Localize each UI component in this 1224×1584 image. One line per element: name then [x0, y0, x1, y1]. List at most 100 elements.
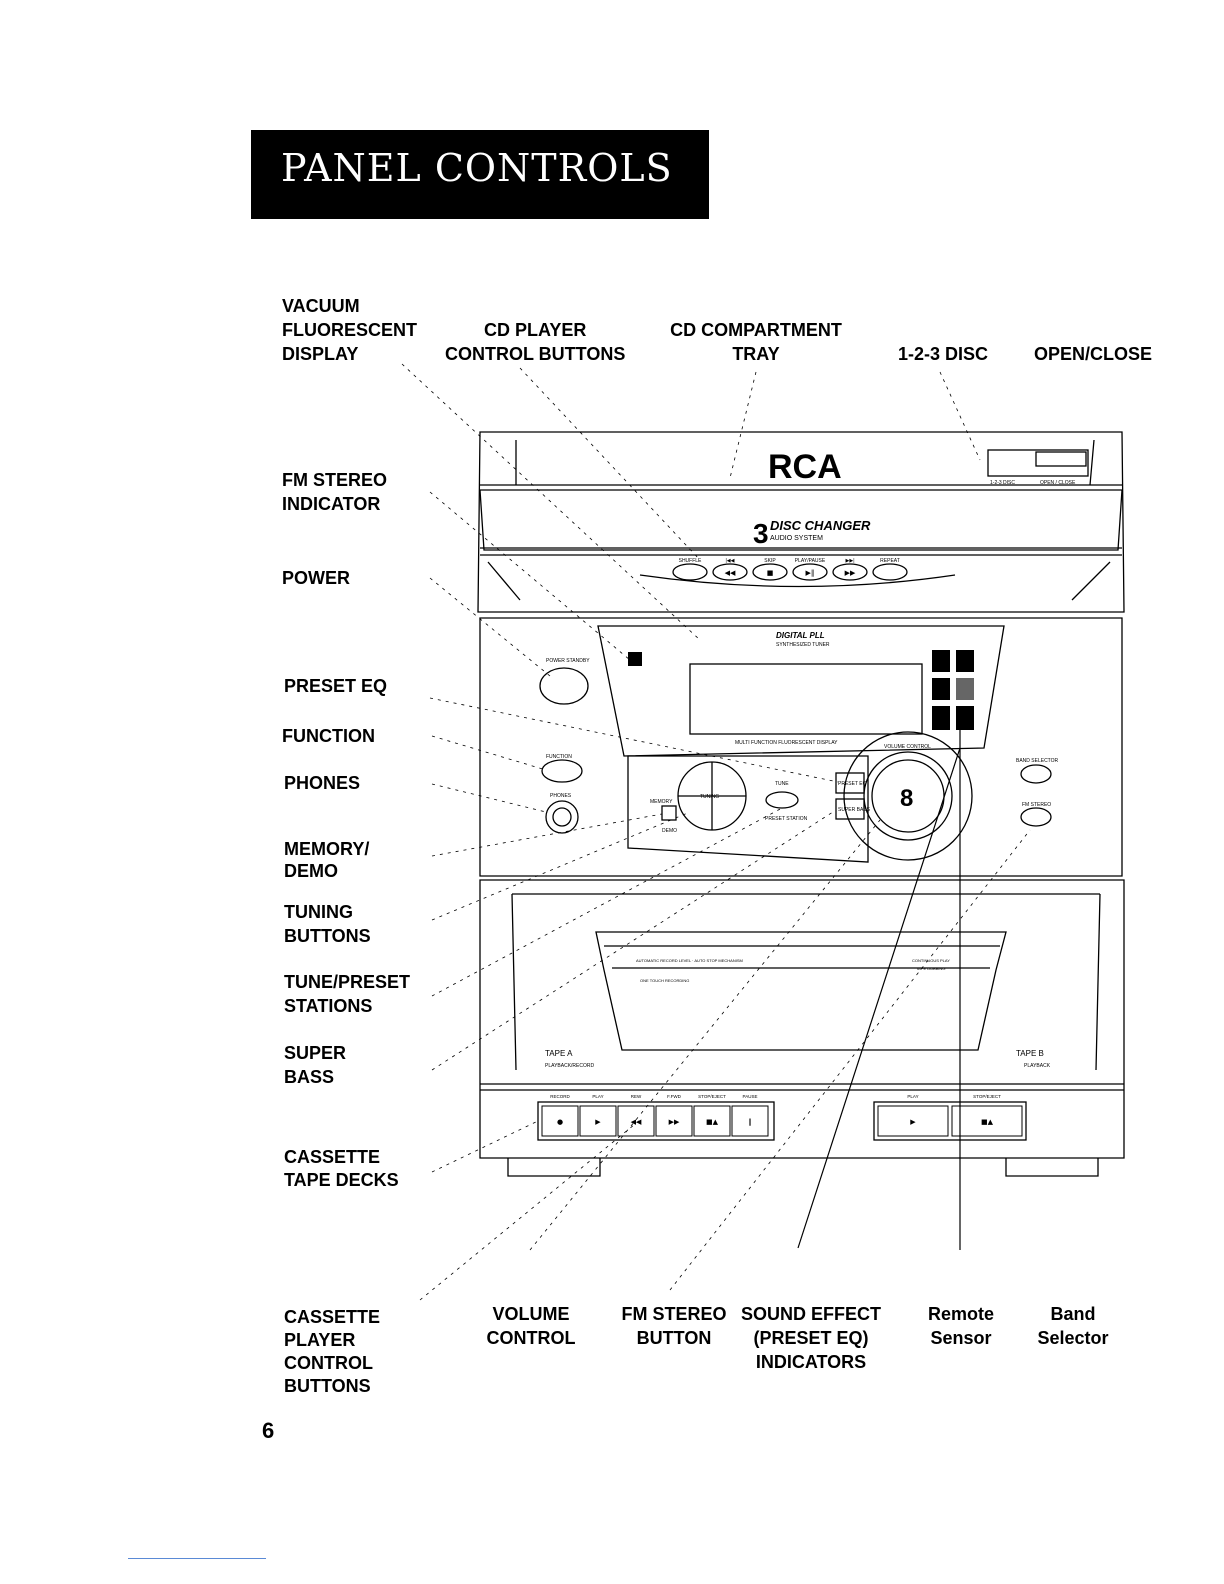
callout-line-fm-button — [669, 829, 1031, 1291]
deck-b-button-1[interactable]: STOP/EJECT ■▲ — [951, 1094, 1023, 1137]
openclose-button-label: OPEN / CLOSE — [1040, 480, 1076, 486]
deck-b-button-symbol: ■▲ — [981, 1118, 994, 1126]
callout-line-cassette-buttons — [419, 1119, 641, 1301]
deck-a-button-1[interactable]: PLAY ▶ — [579, 1094, 617, 1137]
tuner-title: DIGITAL PLL — [776, 631, 825, 640]
deck-b-button-label: STOP/EJECT — [973, 1094, 1001, 1099]
cd-button-symbol: ▶▶ — [845, 569, 856, 577]
tape-a-label: TAPE A — [545, 1049, 573, 1058]
deck-a-buttons-frame — [537, 1101, 775, 1141]
memory-button — [661, 805, 677, 821]
cd-button-0[interactable]: SHUFFLE — [672, 558, 708, 581]
super-bass-button-label: SUPER BASS — [838, 807, 871, 813]
label-preset-eq: PRESET EQ — [284, 676, 388, 696]
deck-a-button-symbol: ● — [557, 1118, 563, 1126]
disc-changer-3: 3 — [753, 518, 769, 549]
cd-button-3[interactable]: PLAY/PAUSE ▶‖ — [792, 558, 828, 581]
tune-label: TUNE — [775, 781, 789, 787]
lower-control-panel — [627, 755, 869, 863]
deck-a-button-3[interactable]: F.FWD ▶▶ — [655, 1094, 693, 1137]
callout-line-function — [431, 735, 547, 771]
deck-a-button-label: PAUSE — [743, 1094, 758, 1099]
band-selector-button — [1020, 764, 1052, 784]
cd-button-5[interactable]: REPEAT — [872, 558, 908, 581]
deck-a-button-0[interactable]: RECORD ● — [541, 1094, 579, 1137]
deck-a-button-4[interactable]: STOP/EJECT ■▲ — [693, 1094, 731, 1137]
tape-b-sub: PLAYBACK — [1024, 1063, 1051, 1069]
window-text-d: TAPE DUBBING — [916, 966, 946, 971]
tuner-unit-outline — [479, 617, 1123, 877]
callout-line-tuning — [431, 811, 691, 921]
function-button — [541, 759, 583, 783]
deck-a-button-symbol: ▶▶ — [669, 1118, 680, 1126]
display-caption: MULTI FUNCTION FLUORESCENT DISPLAY — [735, 740, 838, 746]
callout-line-memory — [431, 813, 663, 857]
cassette-window — [595, 931, 1007, 1051]
eq-indicator-3 — [932, 678, 950, 700]
disc-changer-sub: AUDIO SYSTEM — [770, 535, 823, 542]
callout-line-preset-eq — [429, 697, 839, 783]
callout-line-vfd — [401, 363, 701, 641]
page-title: PANEL CONTROLS — [281, 146, 673, 190]
cd-button-symbol: ▶‖ — [806, 569, 815, 577]
volume-value: 8 — [900, 785, 913, 812]
callout-line-super-bass — [431, 809, 837, 1071]
tape-a-sub: PLAYBACK/RECORD — [545, 1063, 594, 1069]
volume-ring-label: VOLUME CONTROL — [884, 744, 931, 750]
page-number: 6 — [262, 1418, 275, 1443]
eq-indicator-5 — [932, 706, 950, 730]
cd-button-4[interactable]: ▶▶| ▶▶ — [832, 558, 868, 581]
disc-button-label: 1-2-3 DISC — [990, 480, 1015, 486]
callout-line-sound-effect — [797, 747, 961, 1249]
tape-b-label: TAPE B — [1016, 1049, 1044, 1058]
power-button-label: POWER STANDBY — [546, 658, 590, 664]
preset-station-label: PRESET STATION — [765, 816, 808, 822]
deck-a-button-symbol: ◀◀ — [631, 1118, 642, 1126]
cd-button-label: ▶▶| — [846, 558, 855, 564]
cd-button-1[interactable]: |◀◀◀◀ — [712, 558, 748, 581]
cd-button-symbol: ◀◀ — [725, 569, 736, 577]
cd-tray-panel — [479, 489, 1123, 551]
disc-changer-title: DISC CHANGER — [770, 518, 871, 533]
callout-line-cd-tray — [729, 371, 757, 479]
brand-logo: RCA — [768, 448, 842, 486]
callout-line-tune-preset — [431, 807, 783, 997]
callout-line-phones — [431, 783, 547, 813]
deck-b-button-label: PLAY — [907, 1094, 918, 1099]
deck-a-button-label: F.FWD — [667, 1094, 681, 1099]
callout-line-cd-buttons — [519, 367, 701, 561]
eq-indicator-1 — [932, 650, 950, 672]
deck-a-button-5[interactable]: PAUSE‖ — [731, 1094, 769, 1137]
callout-line-disc — [939, 371, 981, 461]
deck-a-button-symbol: ▶ — [595, 1118, 601, 1126]
title-banner: PANEL CONTROLS — [251, 130, 709, 219]
super-bass-button — [835, 798, 865, 820]
deck-b-button-0[interactable]: PLAY▶ — [877, 1094, 949, 1137]
cd-button-label: PLAY/PAUSE — [795, 558, 826, 564]
deck-a-button-label: PLAY — [592, 1094, 603, 1099]
remote-sensor-window — [956, 706, 974, 730]
deck-a-button-label: RECORD — [550, 1094, 570, 1099]
cd-button-2[interactable]: SKIP■ — [752, 558, 788, 581]
deck-a-button-label: REW — [631, 1094, 642, 1099]
deck-a-button-2[interactable]: REW ◀◀ — [617, 1094, 655, 1137]
band-selector-label: BAND SELECTOR — [1016, 758, 1059, 764]
callout-line-volume — [529, 819, 881, 1251]
deck-a-button-symbol: ■▲ — [706, 1118, 719, 1126]
deck-a-button-label: STOP/EJECT — [698, 1094, 726, 1099]
display-panel — [597, 625, 1005, 757]
fm-stereo-button — [1020, 807, 1052, 827]
fm-stereo-button-label: FM STEREO — [1022, 802, 1051, 808]
tuner-sub: SYNTHESIZED TUNER — [776, 642, 830, 648]
cd-button-symbol: ■ — [767, 569, 774, 577]
